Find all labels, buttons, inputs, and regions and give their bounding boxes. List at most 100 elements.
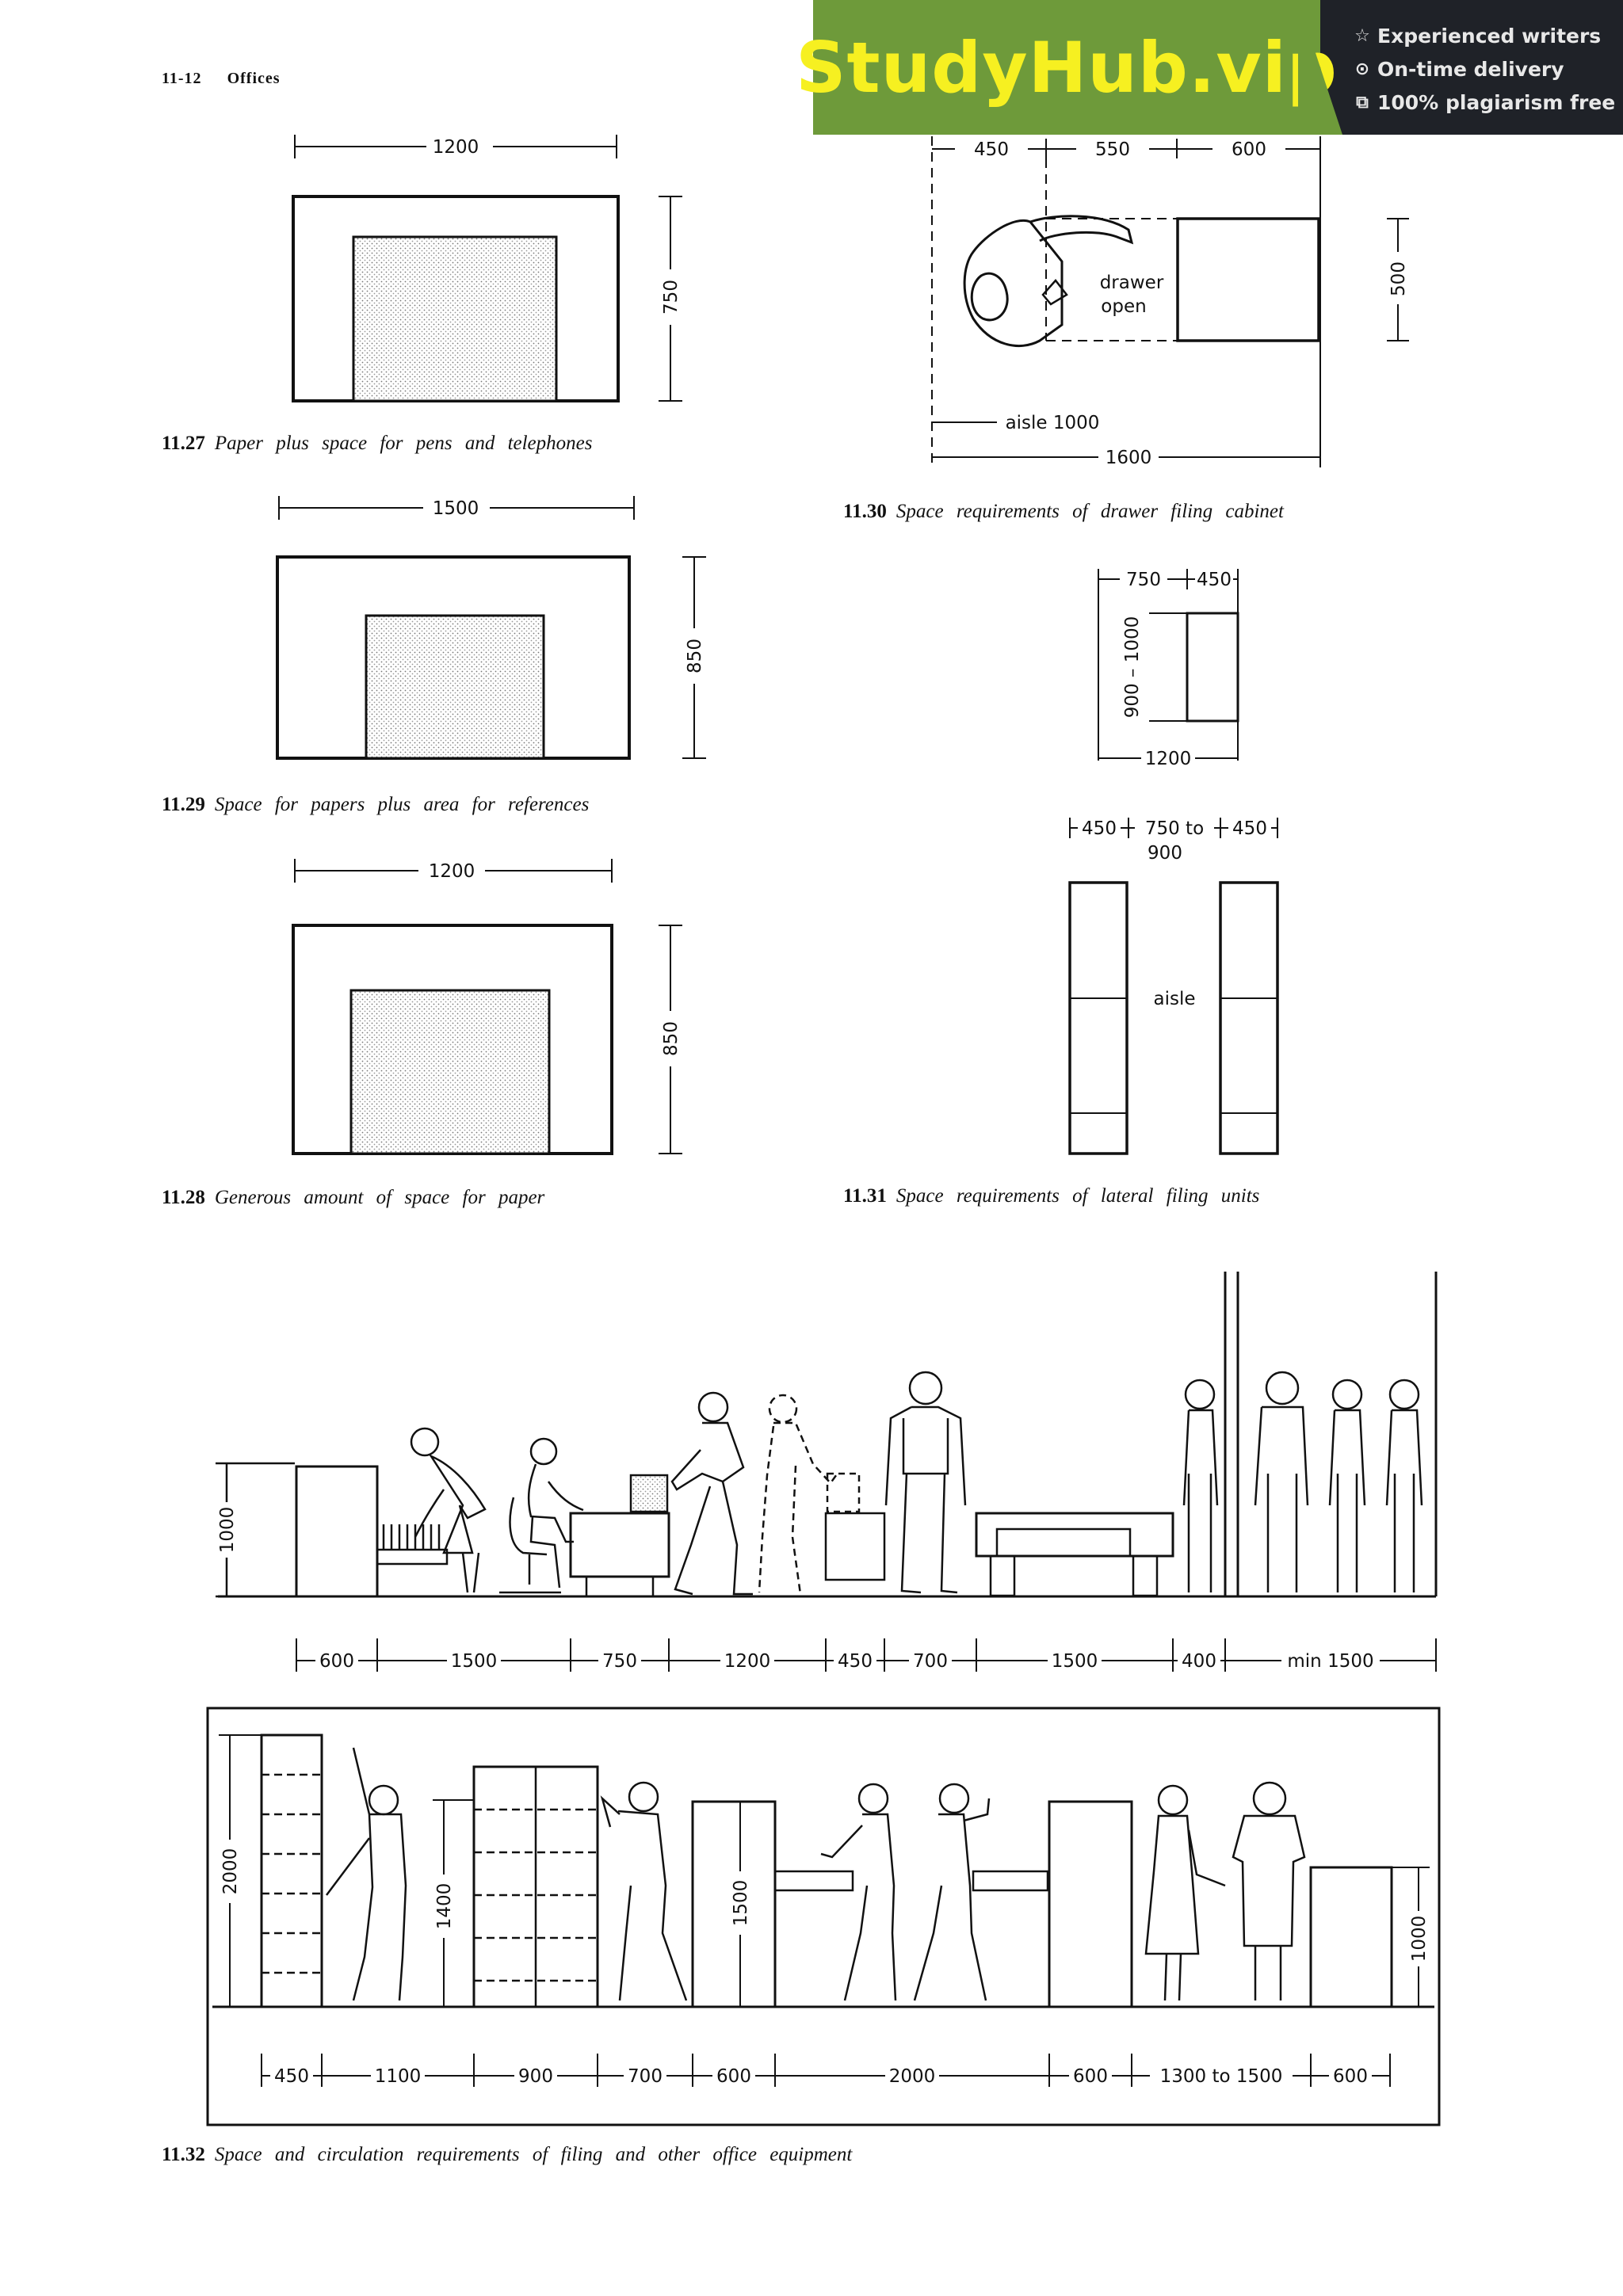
fig30b-total: 1200 (1145, 749, 1192, 769)
fig30-d3: 600 (1232, 139, 1266, 160)
caption-number: 11.29 (162, 794, 205, 815)
dimension-label-bg (1069, 2065, 1112, 2086)
brand-name: StudyHub.vip (796, 26, 1338, 109)
caption-11-28: 11.28 Generous amount of space for paper (162, 1187, 544, 1209)
fig30-label-1: drawer (1100, 273, 1164, 293)
fig31-right: 450 (1232, 818, 1267, 839)
fig32a-dimension-ticks (296, 1638, 1437, 1672)
star-icon: ☆ (1354, 25, 1370, 46)
fig29-width: 1500 (433, 498, 479, 519)
figure-11-32-lower (206, 1707, 1441, 2126)
dimension-label: 600 (1073, 2066, 1108, 2087)
feature-item: ⧉ 100% plagiarism free (1352, 86, 1615, 119)
feature-list: ☆Experienced writers ⊙On-time delivery ⧉… (1352, 19, 1615, 119)
dimension-label: 1300 to 1500 (1160, 2066, 1283, 2087)
fig31-gap-2: 900 (1148, 843, 1182, 864)
fig30-label-2: open (1101, 296, 1146, 317)
fig28-width: 1200 (429, 861, 475, 882)
dimension-label-bg (624, 2065, 666, 2086)
caption-11-32: 11.32 Space and circulation requirements … (162, 2144, 852, 2166)
caption-number: 11.28 (162, 1187, 205, 1208)
feature-label: Experienced writers (1377, 24, 1602, 48)
caption-11-30: 11.30 Space requirements of drawer filing… (843, 501, 1284, 523)
feature-item: ☆ Experienced writers (1352, 19, 1615, 52)
fig27-width: 1200 (433, 137, 479, 158)
dimension-label-bg (447, 1650, 501, 1671)
fig29-height: 850 (685, 639, 705, 673)
dimension-label: 600 (1333, 2066, 1368, 2087)
dimension-label-bg (720, 1650, 774, 1671)
fig32b-h-right: 1000 (1409, 1916, 1430, 1962)
dimension-label-bg (598, 1650, 641, 1671)
fig31-gap-1: 750 to (1145, 818, 1204, 839)
fig30b-height: 900 – 1000 (1122, 616, 1143, 719)
feature-label: 100% plagiarism free (1377, 90, 1616, 114)
dimension-label: 750 (602, 1651, 637, 1672)
fig30-depth: 500 (1388, 261, 1409, 296)
caption-number: 11.27 (162, 433, 205, 454)
page-header: 11-12 Offices (162, 70, 301, 88)
dimension-label-bg (712, 2065, 755, 2086)
fig27-height: 750 (661, 280, 682, 315)
dimension-label-bg (1048, 1650, 1102, 1671)
brand-logo[interactable]: StudyHub.vip (796, 0, 1337, 135)
figure-11-29 (276, 496, 706, 760)
caption-11-27: 11.27 Paper plus space for pens and telep… (162, 433, 592, 455)
figure-11-32-upper (216, 1272, 1438, 1661)
dimension-label: 600 (319, 1651, 354, 1672)
dimension-label-bg (315, 1650, 358, 1671)
caption-11-29: 11.29 Space for papers plus area for refe… (162, 794, 589, 816)
dimension-label-bg (1281, 1650, 1380, 1671)
dimension-label-bg (1329, 2065, 1372, 2086)
dimension-label: 700 (628, 2066, 663, 2087)
figure-11-28 (292, 859, 682, 1155)
fig30-aisle: aisle 1000 (1006, 413, 1100, 433)
ad-banner[interactable]: StudyHub.vip ☆Experienced writers ⊙On-ti… (796, 0, 1623, 135)
fig32b-h-left: 2000 (220, 1848, 241, 1895)
fig30-d2: 550 (1095, 139, 1130, 160)
dimension-label: 600 (716, 2066, 751, 2087)
dimension-label: 450 (274, 2066, 309, 2087)
dimension-label-bg (270, 2065, 313, 2086)
fig30-total: 1600 (1106, 448, 1152, 468)
brand-divider (1298, 0, 1342, 135)
figure-11-30 (931, 136, 1409, 467)
dimension-label: 400 (1182, 1651, 1216, 1672)
fig32b-dimension-labels: 450 1100 900 700 600 2000 600 1300 to 1500 600 (270, 2065, 1372, 2087)
dimension-label: 900 (518, 2066, 553, 2087)
dimension-label-bg (1178, 1650, 1220, 1671)
dimension-label-bg (514, 2065, 557, 2086)
copy-icon: ⧉ (1356, 92, 1369, 113)
dimension-label-bg (885, 2065, 939, 2086)
caption-number: 11.32 (162, 2144, 205, 2165)
caption-text: Space requirements of drawer filing cabi… (896, 501, 1284, 522)
dimension-label-bg (909, 1650, 952, 1671)
caption-text: Space and circulation requirements of fi… (214, 2144, 853, 2165)
fig30b-w1: 750 (1126, 570, 1161, 590)
dimension-label: 2000 (889, 2066, 936, 2087)
fig32a-height: 1000 (217, 1507, 238, 1554)
section-title: Offices (227, 70, 281, 87)
figure-11-31 (1068, 818, 1279, 1155)
fig30-d1: 450 (974, 139, 1009, 160)
fig32b-dimension-ticks (261, 2054, 1391, 2087)
fig31-aisle: aisle (1153, 989, 1195, 1009)
dimension-label-bg (834, 1650, 876, 1671)
figure-11-27 (292, 135, 682, 402)
dimension-label: 450 (838, 1651, 873, 1672)
caption-text: Space for papers plus area for reference… (214, 794, 590, 815)
caption-number: 11.31 (843, 1185, 887, 1207)
dimension-label: 1100 (375, 2066, 422, 2087)
caption-number: 11.30 (843, 501, 887, 522)
fig30b-w2: 450 (1197, 570, 1232, 590)
dimension-label: 1500 (451, 1651, 498, 1672)
figure-11-30-plan (1098, 569, 1239, 769)
caption-text: Paper plus space for pens and telephones (214, 433, 593, 454)
page-number: 11-12 (162, 70, 202, 87)
caption-text: Generous amount of space for paper (214, 1187, 545, 1208)
fig28-height: 850 (661, 1021, 682, 1056)
clock-icon: ⊙ (1354, 59, 1370, 79)
